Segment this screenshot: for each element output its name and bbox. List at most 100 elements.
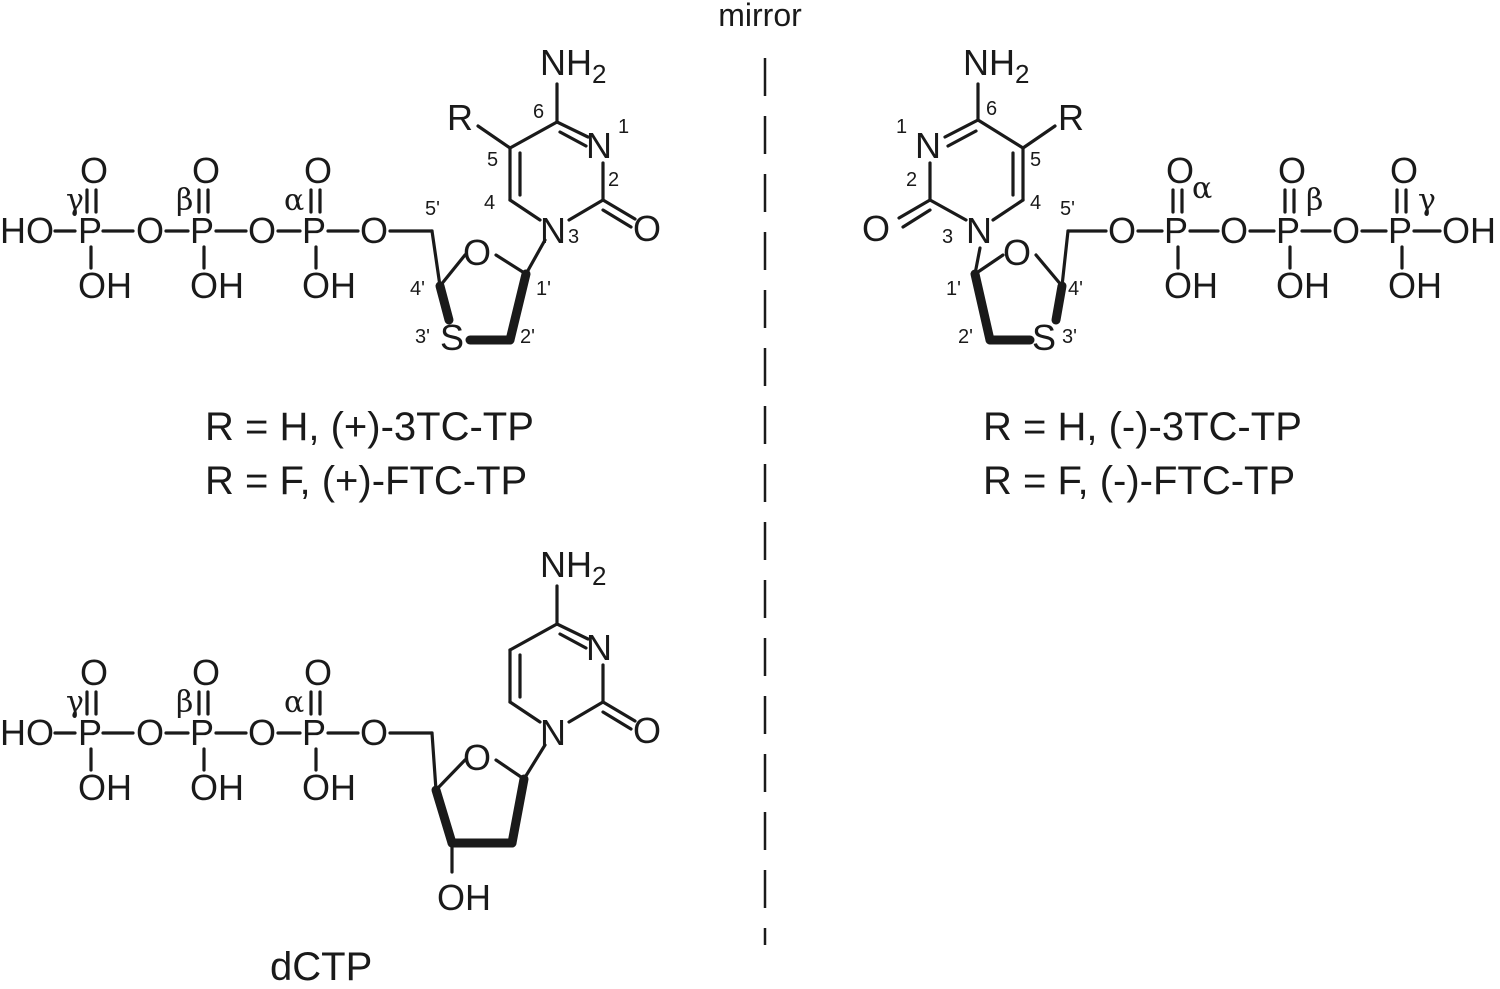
beta-phosphate-label: β xyxy=(1306,183,1323,218)
caption-plus-3tc: R = H, (+)-3TC-TP xyxy=(205,405,534,449)
r-substituent-label: R xyxy=(447,97,473,138)
bridge-oxygen-label: O xyxy=(1220,210,1248,251)
alpha-phosphate-label: α xyxy=(284,685,304,720)
position-5-label: 5 xyxy=(487,149,498,171)
position-6-label: 6 xyxy=(986,98,997,120)
alpha-phosphate-label: α xyxy=(284,183,304,218)
caption-dctp: dCTP xyxy=(270,945,372,984)
phosphate-hydroxyl-label: OH xyxy=(78,265,132,306)
phosphoryl-oxygen-label: O xyxy=(1390,150,1418,191)
amino-group-label: NH2 xyxy=(540,42,606,89)
carbonyl-oxygen-label: O xyxy=(633,710,661,751)
caption-minus-ftc: R = F, (-)-FTC-TP xyxy=(983,459,1295,503)
ring-nitrogen-n1-label: N xyxy=(586,125,612,166)
position-5prime-label: 5' xyxy=(425,198,440,220)
ring-oxygen-label: O xyxy=(1003,232,1031,273)
position-4prime-label: 4' xyxy=(1068,278,1083,300)
alpha-phosphate-label: α xyxy=(1192,171,1212,206)
position-2prime-label: 2' xyxy=(958,326,973,348)
ring-oxygen-label: O xyxy=(463,232,491,273)
position-3prime-label: 3' xyxy=(1062,326,1077,348)
r-substituent-label: R xyxy=(1058,97,1084,138)
position-4-label: 4 xyxy=(1030,192,1041,214)
carbonyl-oxygen-label: O xyxy=(633,208,661,249)
gamma-phosphate-label: γ xyxy=(66,183,84,218)
phosphoryl-oxygen-label: O xyxy=(304,652,332,693)
plus-enantiomer-structure: HO P O P O P O O O O OH OH OH γ β α O xyxy=(0,42,661,358)
position-6-label: 6 xyxy=(533,101,544,123)
amino-group-label: NH2 xyxy=(963,42,1029,89)
beta-phosphate-label: β xyxy=(176,183,193,218)
dctp-structure: HO P O P O P O O O O OH OH OH γ β α O xyxy=(0,544,661,918)
position-3-label: 3 xyxy=(942,226,953,248)
phosphorus-gamma-label: P xyxy=(78,712,102,753)
sugar-hydroxyl-label: OH xyxy=(437,877,491,918)
phosphate-hydroxyl-label: OH xyxy=(302,767,356,808)
phosphorus-alpha-label: P xyxy=(302,712,326,753)
mirror-label: mirror xyxy=(718,0,802,33)
position-2-label: 2 xyxy=(906,169,917,191)
bridge-oxygen-label: O xyxy=(136,712,164,753)
phosphate-hydroxyl-label: OH xyxy=(1276,265,1330,306)
bridge-oxygen-label: O xyxy=(248,712,276,753)
phosphorus-beta-label: P xyxy=(1276,210,1300,251)
bridge-oxygen-label: O xyxy=(1332,210,1360,251)
carbonyl-oxygen-label: O xyxy=(862,208,890,249)
ring-nitrogen-n1-label: N xyxy=(915,125,941,166)
terminal-hydroxyl-label: OH xyxy=(1442,210,1496,251)
ring-sulfur-label: S xyxy=(440,317,464,358)
phosphorus-alpha-label: P xyxy=(302,210,326,251)
terminal-hydroxyl-label: HO xyxy=(0,712,54,753)
ring-nitrogen-label: N xyxy=(586,627,612,668)
position-1prime-label: 1' xyxy=(946,278,961,300)
position-1prime-label: 1' xyxy=(536,278,551,300)
beta-phosphate-label: β xyxy=(176,685,193,720)
position-1-label: 1 xyxy=(896,116,907,138)
position-4-label: 4 xyxy=(484,192,495,214)
position-5-label: 5 xyxy=(1030,149,1041,171)
phosphate-hydroxyl-label: OH xyxy=(1388,265,1442,306)
phosphate-hydroxyl-label: OH xyxy=(1164,265,1218,306)
position-3prime-label: 3' xyxy=(415,326,430,348)
ring-nitrogen-n3-label: N xyxy=(540,210,566,251)
bridge-oxygen-label: O xyxy=(248,210,276,251)
caption-plus-ftc: R = F, (+)-FTC-TP xyxy=(205,459,527,503)
position-2-label: 2 xyxy=(608,169,619,191)
phosphoryl-oxygen-label: O xyxy=(192,150,220,191)
phosphoryl-oxygen-label: O xyxy=(80,150,108,191)
phosphoryl-oxygen-label: O xyxy=(1278,150,1306,191)
phosphorus-beta-label: P xyxy=(190,210,214,251)
ester-oxygen-label: O xyxy=(1108,210,1136,251)
terminal-hydroxyl-label: HO xyxy=(0,210,54,251)
position-3-label: 3 xyxy=(568,226,579,248)
phosphoryl-oxygen-label: O xyxy=(1166,150,1194,191)
gamma-phosphate-label: γ xyxy=(66,685,84,720)
phosphorus-gamma-label: P xyxy=(1388,210,1412,251)
ester-oxygen-label: O xyxy=(360,712,388,753)
phosphoryl-oxygen-label: O xyxy=(304,150,332,191)
position-1-label: 1 xyxy=(618,116,629,138)
phosphate-hydroxyl-label: OH xyxy=(78,767,132,808)
amino-group-label: NH2 xyxy=(540,544,606,591)
position-4prime-label: 4' xyxy=(410,278,425,300)
phosphate-hydroxyl-label: OH xyxy=(302,265,356,306)
ester-oxygen-label: O xyxy=(360,210,388,251)
position-5prime-label: 5' xyxy=(1060,198,1075,220)
caption-minus-3tc: R = H, (-)-3TC-TP xyxy=(983,405,1302,449)
ring-nitrogen-label: N xyxy=(540,712,566,753)
phosphorus-gamma-label: P xyxy=(78,210,102,251)
gamma-phosphate-label: γ xyxy=(1418,183,1436,218)
position-2prime-label: 2' xyxy=(520,326,535,348)
ring-oxygen-label: O xyxy=(463,737,491,778)
phosphorus-alpha-label: P xyxy=(1164,210,1188,251)
phosphate-hydroxyl-label: OH xyxy=(190,767,244,808)
ring-sulfur-label: S xyxy=(1032,317,1056,358)
phosphoryl-oxygen-label: O xyxy=(80,652,108,693)
phosphorus-beta-label: P xyxy=(190,712,214,753)
minus-enantiomer-structure: NH2 6 R 5 4 N 3 2 O N 1 O S 1' 4' 2' xyxy=(862,42,1496,358)
ring-nitrogen-n3-label: N xyxy=(966,210,992,251)
phosphoryl-oxygen-label: O xyxy=(192,652,220,693)
bridge-oxygen-label: O xyxy=(136,210,164,251)
